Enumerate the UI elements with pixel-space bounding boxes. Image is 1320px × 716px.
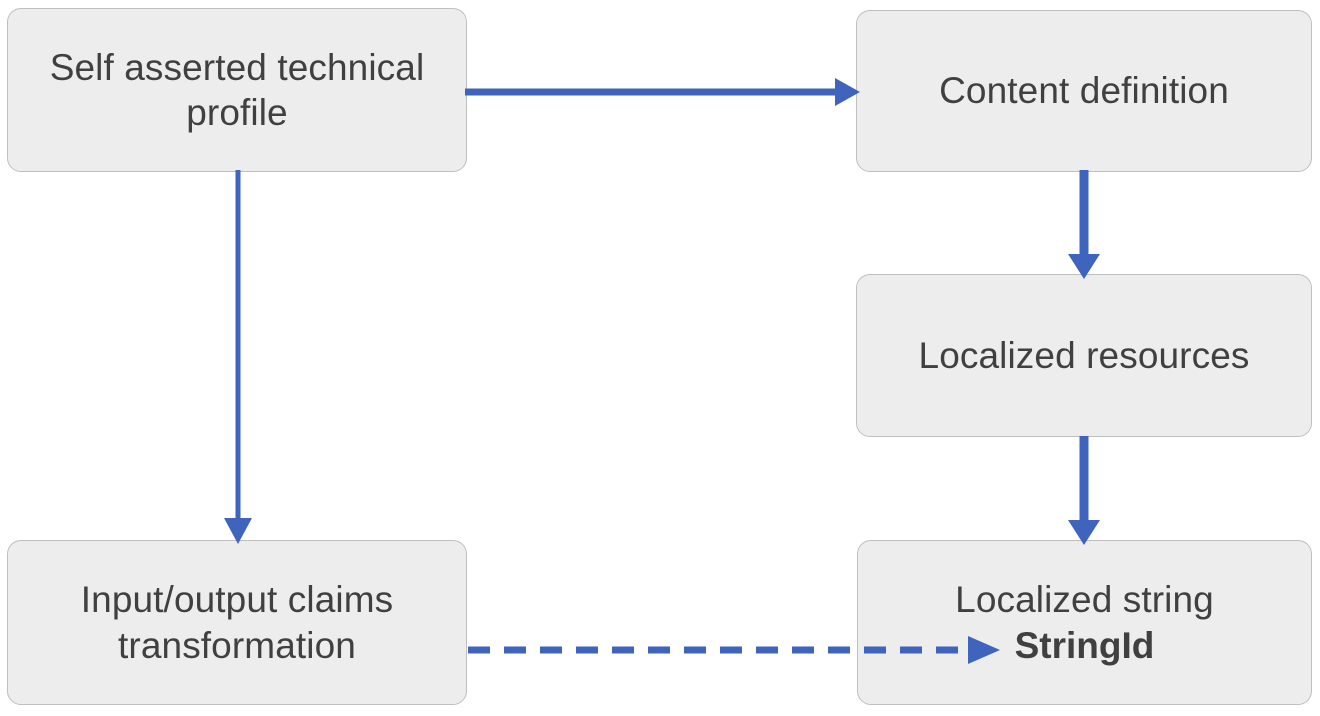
- node-label-line-1: Self asserted technical: [49, 46, 425, 88]
- arrowhead-right-icon: [835, 78, 860, 106]
- arrow-localized-resources-to-localized-string: [1068, 436, 1100, 545]
- node-label-string-id: StringId: [1014, 624, 1155, 666]
- arrow-profile-to-claims-transformation: [224, 170, 252, 544]
- arrow-profile-to-content-definition: [465, 78, 860, 106]
- arrowhead-down-icon: [224, 518, 252, 544]
- node-label-line-1: Localized string: [955, 579, 1214, 621]
- arrowhead-down-icon: [1068, 520, 1100, 545]
- node-label-line-2: profile: [186, 92, 288, 133]
- arrowhead-right-icon: [968, 636, 1000, 664]
- node-label: Content definition: [871, 68, 1297, 113]
- node-label-line-2: transformation: [118, 624, 356, 666]
- node-label: Localized resources: [871, 333, 1297, 378]
- arrow-content-definition-to-localized-resources: [1068, 170, 1100, 279]
- node-localized-resources[interactable]: Localized resources: [856, 274, 1312, 437]
- node-label-line-1: Content definition: [939, 70, 1229, 112]
- node-label-line-1: Input/output claims: [80, 579, 394, 621]
- arrow-claims-transformation-to-localized-string: [468, 636, 1000, 664]
- arrowhead-down-icon: [1068, 254, 1100, 279]
- node-content-definition[interactable]: Content definition: [856, 10, 1312, 172]
- node-label-line-1: Localized resources: [918, 334, 1250, 376]
